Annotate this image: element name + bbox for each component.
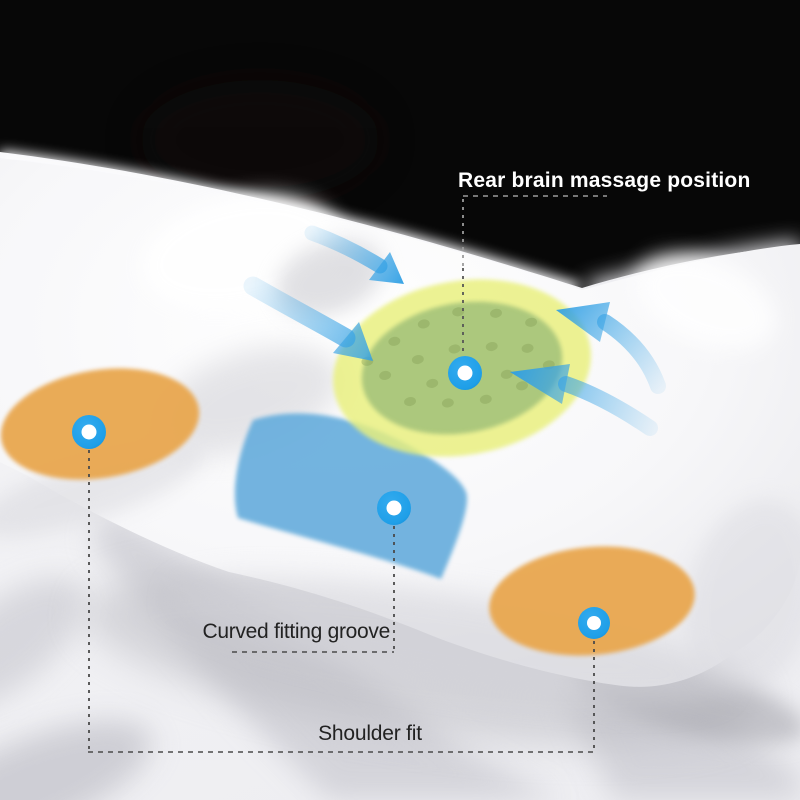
sheet-fold-shadow-bottom-left [0,720,152,800]
rear-brain-massage-position-label: Rear brain massage position [458,169,751,192]
left-shoulder-point-marker-icon [72,415,106,449]
arrow-left-into-massage-zone-icon [243,276,373,361]
rear-brain-massage-point-marker-icon [448,356,482,390]
pillow-right-face-shading [685,499,800,693]
massage-nubs [361,307,555,408]
pillow-wing-highlight [635,254,777,350]
arrow-upper-right-into-massage-zone-icon [556,302,666,394]
curved-groove-zone [234,413,467,579]
dark-background-hint2 [140,80,380,200]
right-shoulder-zone [489,546,695,656]
callout-lines [88,195,607,753]
shoulder-fit-label: Shoulder fit [318,722,422,745]
dark-background [0,0,800,288]
arrow-lower-right-into-massage-zone-icon [510,364,658,436]
right-shoulder-point-marker-icon [578,607,610,639]
flow-arrows [243,225,666,436]
pillow-front-edge-shading [173,576,727,704]
curved-groove-point-marker-icon [377,491,411,525]
dark-background-shape [0,0,800,288]
point-markers [72,356,610,639]
arrow-top-into-massage-zone-icon [304,225,404,284]
curved-fitting-groove-label: Curved fitting groove [202,620,391,643]
sheet-fold-shadow-left [0,577,85,713]
